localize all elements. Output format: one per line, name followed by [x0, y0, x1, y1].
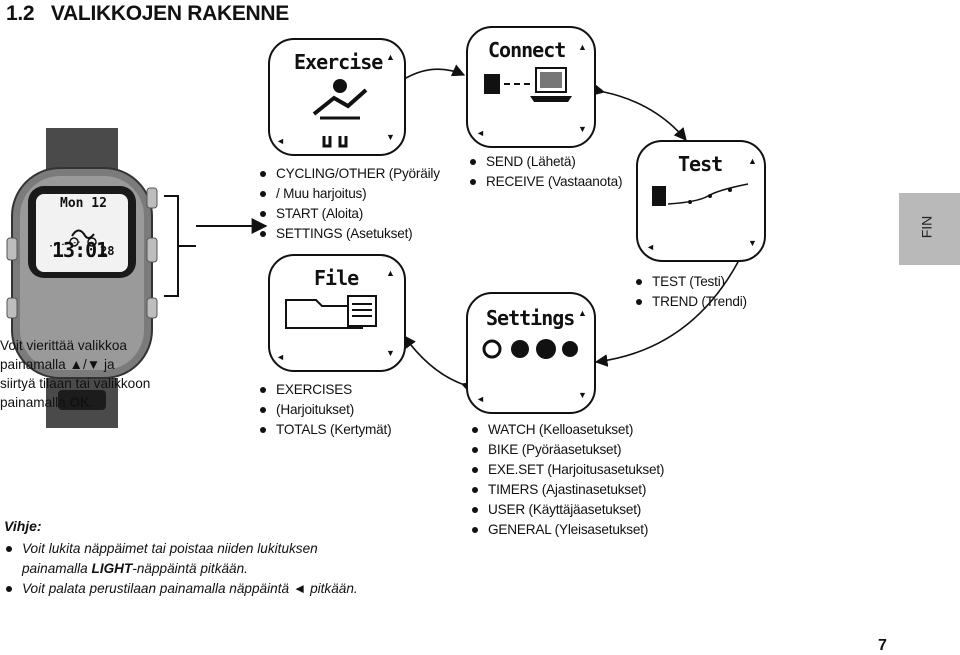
- ok-button-label: OK: [69, 395, 90, 410]
- settings-screen-title: Settings: [486, 306, 575, 330]
- left-arrow-icon: ◄: [646, 242, 655, 252]
- connect-menu-list: SEND (Lähetä) RECEIVE (Vastaanota): [468, 152, 668, 192]
- intro-line-4-a: painamalla: [0, 395, 66, 410]
- gears-icon: [482, 339, 578, 359]
- left-arrow-icon: ◄: [276, 136, 285, 146]
- hint-item-1-line-1: Voit lukita näppäimet tai poistaa niiden…: [22, 541, 318, 556]
- down-indicator-icon: ▼: [386, 348, 395, 358]
- left-arrow-icon: ◄: [476, 128, 485, 138]
- test-menu-list: TEST (Testi) TREND (Trendi): [634, 272, 834, 312]
- hint-item-2-b: pitkään.: [310, 581, 358, 596]
- intro-line-1: Voit vierittää valikkoa: [0, 338, 127, 353]
- light-button-label: LIGHT: [91, 561, 133, 576]
- up-indicator-icon: ▲: [386, 52, 395, 62]
- arrow-exercise-connect: [392, 64, 466, 90]
- up-indicator-icon: ▲: [578, 308, 587, 318]
- arrow-connect-test: [591, 83, 687, 141]
- intro-line-3: siirtyä tilaan tai valikkoon: [0, 376, 151, 391]
- settings-menu-list: WATCH (Kelloasetukset) BIKE (Pyöräasetuk…: [470, 420, 710, 540]
- intro-paragraph: Voit vierittää valikkoa painamalla ▲/▼ j…: [0, 336, 170, 412]
- connect-item-1: RECEIVE (Vastaanota): [468, 172, 668, 192]
- file-screen-title: File: [314, 266, 359, 290]
- hint-item-1-b: -näppäintä pitkään.: [132, 561, 248, 576]
- file-screen: File ◄ ▲ ▼: [268, 254, 406, 372]
- exercise-screen-title: Exercise: [294, 50, 383, 74]
- settings-screen: Settings ◄ ▲ ▼: [466, 292, 596, 414]
- file-menu-list: EXERCISES (Harjoitukset) TOTALS (Kertymä…: [258, 380, 458, 440]
- page-number: 7: [878, 637, 887, 654]
- file-item-1: (Harjoitukset): [258, 400, 458, 420]
- hint-title: Vihje:: [4, 518, 42, 536]
- back-arrow-icon: ◄: [292, 581, 307, 596]
- exercise-menu-list: CYCLING/OTHER (Pyöräily / Muu harjoitus)…: [258, 164, 458, 244]
- down-indicator-icon: ▼: [386, 132, 395, 142]
- intro-line-2-b: ja: [104, 357, 115, 372]
- hint-title-text: Vihje:: [4, 518, 42, 534]
- exercise-item-1: / Muu harjoitus): [258, 184, 458, 204]
- connect-screen-title: Connect: [488, 38, 566, 62]
- bracket-line: [164, 195, 196, 297]
- connect-item-0: SEND (Lähetä): [468, 152, 668, 172]
- exercise-item-2: START (Aloita): [258, 204, 458, 224]
- language-tab: FIN: [899, 193, 960, 265]
- arrow-settings-file: [403, 334, 476, 395]
- exercise-item-3: SETTINGS (Asetukset): [258, 224, 458, 244]
- test-item-1: TREND (Trendi): [634, 292, 834, 312]
- intro-line-4-end: .: [89, 395, 94, 410]
- intro-line-2: painamalla ▲/▼ ja: [0, 357, 115, 372]
- left-arrow-icon: ◄: [276, 352, 285, 362]
- hint-list: Voit lukita näppäimet tai poistaa niiden…: [4, 539, 424, 599]
- test-trend-icon: [652, 183, 749, 206]
- watch-date: Mon 12: [60, 196, 107, 211]
- up-indicator-icon: ▲: [748, 156, 757, 166]
- hint-item-2-a: Voit palata perustilaan painamalla näppä…: [22, 581, 290, 596]
- exercise-item-0: CYCLING/OTHER (Pyöräily: [258, 164, 458, 184]
- runner-icon: [312, 79, 368, 148]
- up-indicator-icon: ▲: [386, 268, 395, 278]
- down-arrow-icon: ▼: [86, 357, 101, 372]
- intro-line-4: painamalla OK.: [0, 393, 170, 412]
- connect-screen: Connect ◄ ▲ ▼: [466, 26, 596, 148]
- test-item-0: TEST (Testi): [634, 272, 834, 292]
- exercise-screen: Exercise ◄ ▲ ▼: [268, 38, 406, 156]
- down-indicator-icon: ▼: [578, 124, 587, 134]
- settings-item-4: USER (Käyttäjäasetukset): [470, 500, 710, 520]
- watch-time: 13:01: [52, 238, 108, 262]
- hint-item-1-a: painamalla: [22, 561, 92, 576]
- settings-item-2: EXE.SET (Harjoitusasetukset): [470, 460, 710, 480]
- intro-line-2-a: painamalla: [0, 357, 66, 372]
- section-heading: 1.2 VALIKKOJEN RAKENNE: [6, 2, 289, 25]
- up-arrow-icon: ▲: [69, 357, 83, 372]
- hint-item-1: Voit lukita näppäimet tai poistaa niiden…: [4, 539, 424, 579]
- settings-item-1: BIKE (Pyöräasetukset): [470, 440, 710, 460]
- watch-seconds: 28: [100, 244, 115, 258]
- settings-item-3: TIMERS (Ajastinasetukset): [470, 480, 710, 500]
- computer-connection-icon: [484, 67, 572, 102]
- settings-item-0: WATCH (Kelloasetukset): [470, 420, 710, 440]
- arrow-test-settings: [594, 248, 750, 367]
- watch-illustration: [2, 128, 162, 428]
- down-indicator-icon: ▼: [748, 238, 757, 248]
- test-screen-title: Test: [678, 152, 723, 176]
- settings-item-5: GENERAL (Yleisasetukset): [470, 520, 710, 540]
- hint-item-2: Voit palata perustilaan painamalla näppä…: [4, 579, 424, 599]
- test-screen: Test ◄ ▲ ▼: [636, 140, 766, 262]
- file-folder-icon: [285, 295, 377, 329]
- file-item-2: TOTALS (Kertymät): [258, 420, 458, 440]
- file-item-0: EXERCISES: [258, 380, 458, 400]
- up-indicator-icon: ▲: [578, 42, 587, 52]
- down-indicator-icon: ▼: [578, 390, 587, 400]
- left-arrow-icon: ◄: [476, 394, 485, 404]
